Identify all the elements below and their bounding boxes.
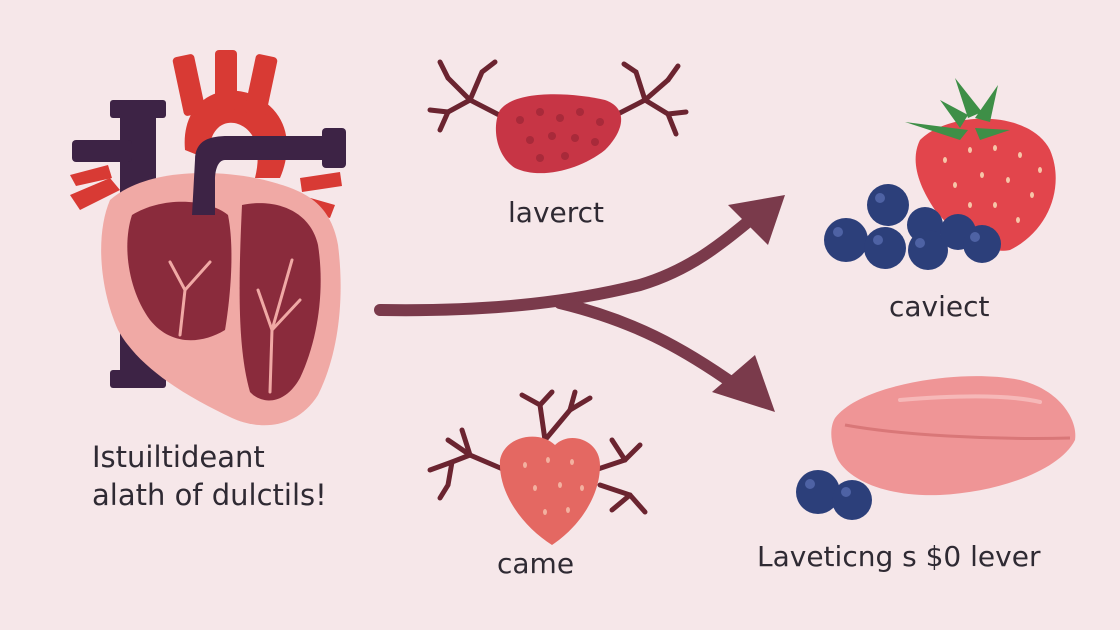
branching-vessels-with-strawberry-icon (427, 389, 648, 545)
heart-caption-line2: alath of dulctils! (92, 478, 327, 512)
blueberries-icon (824, 184, 1001, 270)
liver-label: laverct (508, 196, 605, 229)
arrowhead-up (728, 195, 785, 245)
heart-icon (70, 50, 346, 426)
branching-arrow (374, 206, 766, 398)
heart-caption: Istuiltideant alath of dulctils! (92, 438, 327, 514)
blueberries-small-icon (796, 470, 872, 520)
pink-organ-icon (831, 376, 1076, 496)
center-label: came (497, 547, 575, 580)
heart-caption-line1: Istuiltideant (92, 440, 265, 474)
organ-with-vessels-icon (427, 59, 689, 174)
berries-label: caviect (889, 290, 990, 323)
bottom-right-label: Laveticng s $0 lever (757, 540, 1041, 573)
arrowhead-down (712, 355, 775, 412)
